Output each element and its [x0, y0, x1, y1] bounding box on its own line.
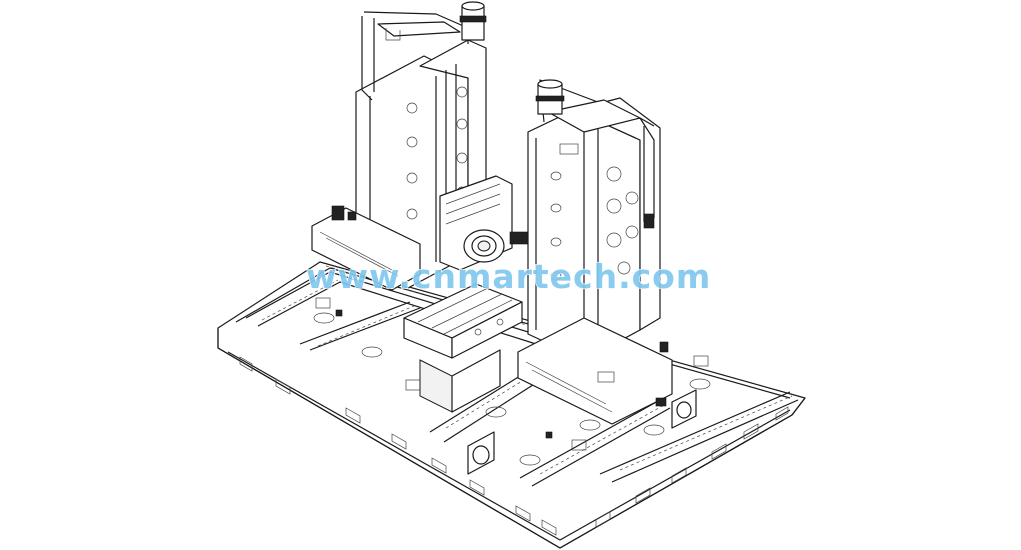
right-column: [467, 79, 697, 475]
left-column: [311, 1, 529, 291]
watermark-text: www.cnmartech.com: [306, 257, 711, 296]
center-table: [403, 283, 523, 413]
watermark: www.cnmartech.com: [305, 256, 711, 296]
